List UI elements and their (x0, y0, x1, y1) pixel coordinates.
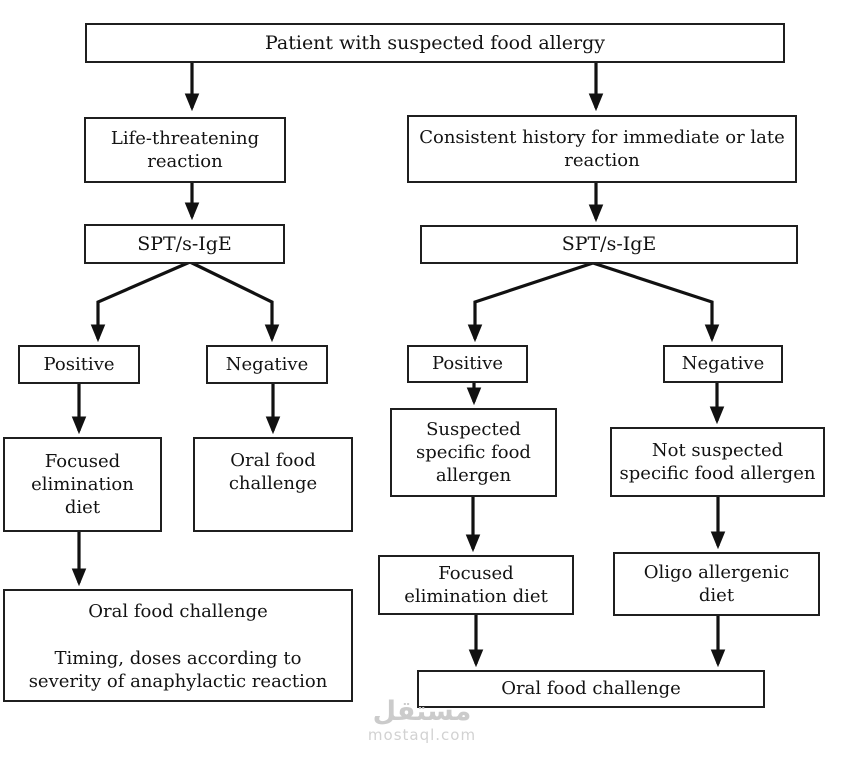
node-label: Not suspected specific food allergen (619, 439, 816, 484)
node-label: Positive (43, 353, 115, 375)
node-patient-suspected-food-allergy: Patient with suspected food allergy (85, 23, 785, 63)
node-focused-elimination-diet-right: Focused elimination diet (378, 555, 574, 615)
node-label: Oral food challenge (228, 450, 318, 495)
arrow-spt-right-to-positive (467, 261, 594, 343)
node-label-detail: Timing, doses according to severity of a… (28, 648, 328, 693)
node-oral-food-challenge-severity: Oral food challenge Timing, doses accord… (3, 589, 353, 702)
node-label: Focused elimination diet (31, 450, 134, 519)
arrow-spt-right-to-negative (592, 261, 720, 343)
arrow-spt-left-to-positive (90, 260, 191, 343)
node-label: Focused elimination diet (404, 562, 548, 607)
arrow-spt-left-to-negative (189, 260, 280, 343)
node-negative-left: Negative (206, 345, 328, 384)
node-oligo-allergenic-diet: Oligo allergenic diet (613, 552, 820, 616)
node-life-threatening-reaction: Life-threatening reaction (84, 117, 286, 183)
node-spt-sige-left: SPT/s-IgE (84, 224, 285, 264)
node-positive-right: Positive (407, 345, 528, 383)
node-spt-sige-right: SPT/s-IgE (420, 225, 798, 264)
node-label: Consistent history for immediate or late… (419, 126, 785, 171)
node-suspected-specific-food-allergen: Suspected specific food allergen (390, 408, 557, 497)
node-focused-elimination-diet-left: Focused elimination diet (3, 437, 162, 532)
node-label: Patient with suspected food allergy (264, 31, 606, 54)
node-label: Suspected specific food allergen (416, 418, 531, 487)
node-label: SPT/s-IgE (137, 232, 232, 255)
node-label: Oligo allergenic diet (643, 561, 790, 606)
node-negative-right: Negative (663, 345, 783, 383)
node-label: Negative (225, 353, 309, 375)
node-not-suspected-specific-food-allergen: Not suspected specific food allergen (610, 427, 825, 497)
node-label: Life-threatening reaction (110, 127, 260, 172)
node-label: Positive (431, 353, 504, 375)
node-label-title: Oral food challenge (88, 601, 268, 622)
node-label: Oral food challenge (501, 678, 681, 700)
node-positive-left: Positive (18, 345, 140, 384)
node-consistent-history: Consistent history for immediate or late… (407, 115, 797, 183)
node-oral-food-challenge-bottom: Oral food challenge (417, 670, 765, 708)
node-oral-food-challenge-left: Oral food challenge (193, 437, 353, 532)
node-label: Negative (681, 353, 765, 375)
node-label: SPT/s-IgE (561, 233, 657, 256)
